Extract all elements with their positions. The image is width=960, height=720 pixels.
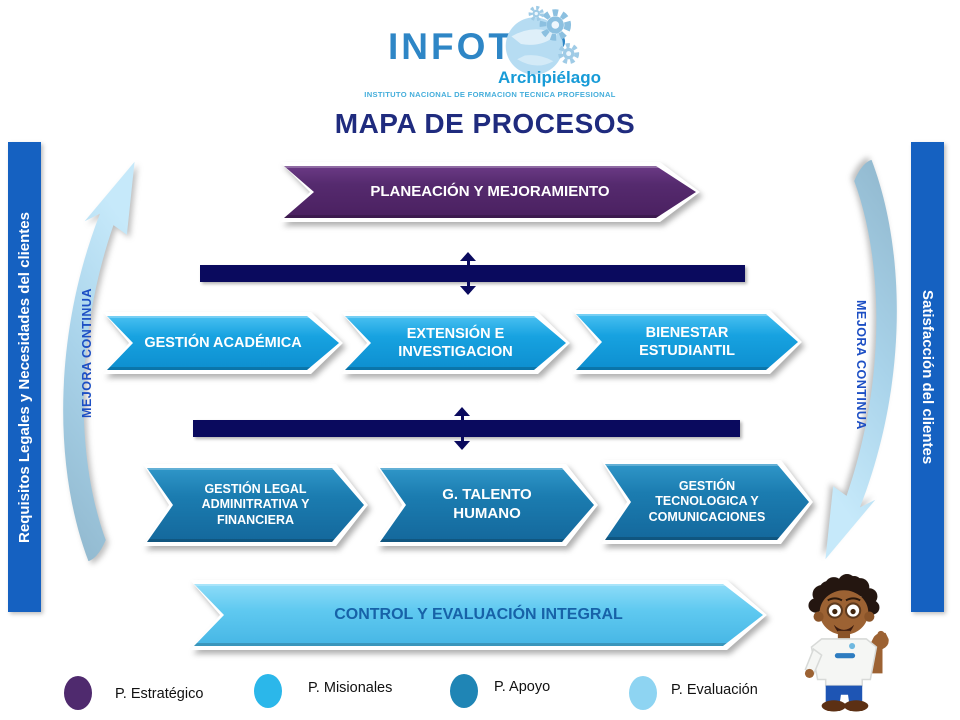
process-arrow-extension-e-investigacion: EXTENSIÓN E INVESTIGACION <box>341 312 570 374</box>
down-arrow-icon <box>454 441 470 450</box>
connector-bar-top <box>200 265 745 282</box>
legend-label-misionales: P. Misionales <box>308 680 393 696</box>
up-arrow-icon <box>454 407 470 416</box>
legend-swatch-evaluacion <box>629 676 657 710</box>
connector-bar-bottom <box>193 420 740 437</box>
left-bar-label: Requisitos Legales y Necesidades del cli… <box>16 211 33 543</box>
process-arrow-gestion-academica: GESTIÓN ACADÉMICA <box>103 312 343 374</box>
right-improvement-arc-arrow-icon <box>825 159 897 560</box>
connector-stem-bottom <box>461 410 464 448</box>
infotep-logo: INFOTEP Archipiélago INSTITUTO NACIONAL … <box>364 5 615 102</box>
logo-subtitle: INSTITUTO NACIONAL DE FORMACION TECNICA … <box>364 90 616 99</box>
process-arrow-planeacion-y-mejoramiento: PLANEACIÓN Y MEJORAMIENTO <box>280 162 700 222</box>
process-arrow-label: CONTROL Y EVALUACIÓN INTEGRAL <box>194 584 763 646</box>
logo-region-text: Archipiélago <box>498 68 601 87</box>
up-arrow-icon <box>460 252 476 261</box>
process-arrow-g-talento-humano: G. TALENTO HUMANO <box>376 464 598 546</box>
legend-swatch-misionales <box>254 674 282 708</box>
right-mejora-continua-label: MEJORA CONTINUA <box>854 300 868 430</box>
legend-label-evaluacion: P. Evaluación <box>671 682 758 698</box>
legend-swatch-apoyo <box>450 674 478 708</box>
connector-stem-top <box>467 255 470 293</box>
process-arrow-label: GESTIÓN TECNOLOGICA Y COMUNICACIONES <box>605 464 809 540</box>
legend-label-estrategico: P. Estratégico <box>115 686 204 702</box>
process-arrow-label: BIENESTAR ESTUDIANTIL <box>576 314 798 370</box>
page-title: MAPA DE PROCESOS <box>334 108 636 139</box>
process-arrow-label: PLANEACIÓN Y MEJORAMIENTO <box>284 166 696 218</box>
process-arrow-label: GESTIÓN ACADÉMICA <box>107 316 339 370</box>
left-requirements-bar: Requisitos Legales y Necesidades del cli… <box>8 142 41 612</box>
right-satisfaction-bar: Satisfacción del clientes <box>911 142 944 612</box>
globe-gears-icon <box>505 5 580 75</box>
process-arrow-label: GESTIÓN LEGAL ADMINITRATIVA Y FINANCIERA <box>147 468 364 542</box>
process-arrow-gestion-legal-adminitrativa-y-financiera: GESTIÓN LEGAL ADMINITRATIVA Y FINANCIERA <box>143 464 368 546</box>
process-arrow-gestion-tecnologica-y-comunicaciones: GESTIÓN TECNOLOGICA Y COMUNICACIONES <box>601 460 813 544</box>
right-bar-label: Satisfacción del clientes <box>919 289 936 465</box>
process-arrow-label: G. TALENTO HUMANO <box>380 468 594 542</box>
process-arrow-label: EXTENSIÓN E INVESTIGACION <box>345 316 566 370</box>
down-arrow-icon <box>460 286 476 295</box>
mascot-thumbs-up-character <box>804 574 889 712</box>
left-mejora-continua-label: MEJORA CONTINUA <box>80 288 94 418</box>
left-improvement-arc-arrow-icon <box>63 161 135 562</box>
legend-label-apoyo: P. Apoyo <box>494 679 551 695</box>
process-arrow-bienestar-estudiantil: BIENESTAR ESTUDIANTIL <box>572 310 802 374</box>
legend-swatch-estrategico <box>64 676 92 710</box>
process-arrow-control-y-evaluacion-integral: CONTROL Y EVALUACIÓN INTEGRAL <box>190 580 767 650</box>
